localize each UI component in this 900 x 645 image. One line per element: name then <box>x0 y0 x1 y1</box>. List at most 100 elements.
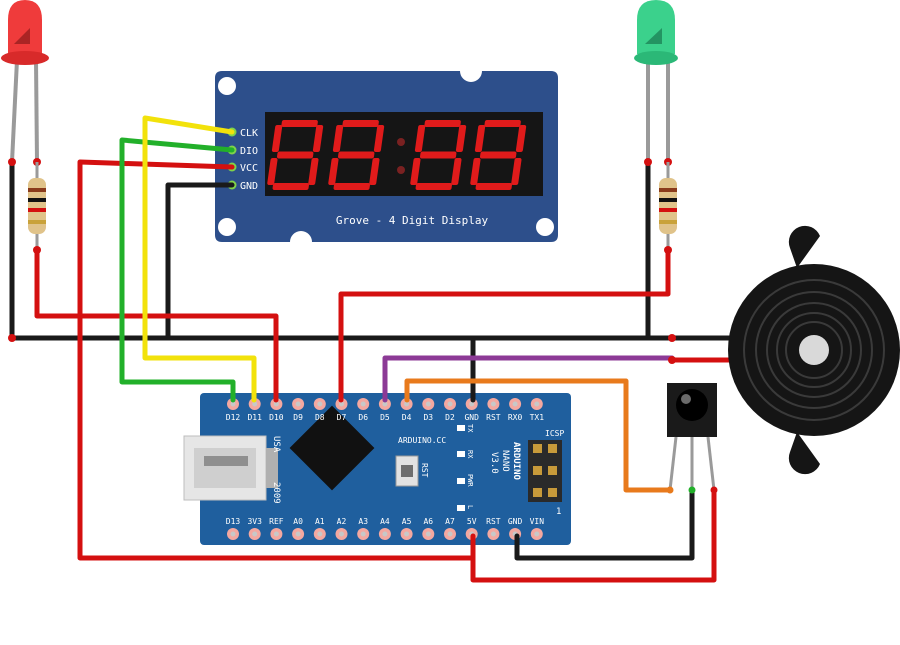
top-pin-label: D12 <box>226 413 241 422</box>
usb-connector-icon <box>183 435 278 501</box>
arduino-nano-board: RST ARDUINO.CC USA 2009 ARDUINO NANO V3.… <box>183 393 571 545</box>
bottom-pin-label: 3V3 <box>247 517 262 526</box>
bottom-pin-label: A7 <box>445 517 455 526</box>
ir-gnd-wire <box>514 487 695 561</box>
icsp-pin-one: 1 <box>556 507 561 517</box>
ir-signal-wire <box>404 378 673 493</box>
segment <box>511 158 522 185</box>
segment <box>276 151 314 159</box>
green-led-signal-wire <box>338 247 671 403</box>
bottom-pin-label: A0 <box>293 517 303 526</box>
reset-button[interactable] <box>395 455 419 487</box>
top-pin-label: D3 <box>423 413 433 422</box>
segment <box>484 120 521 127</box>
bottom-pin-label: RST <box>486 517 501 526</box>
nano-top-pin-row: D12 D11 D10 D9 D8 D7 D6 D5 D4 D3 D2 GND RST RX0 TX1 <box>226 398 544 422</box>
seg-digit-2 <box>328 120 385 190</box>
segment <box>337 151 375 159</box>
segment <box>328 158 339 185</box>
segment <box>333 183 371 190</box>
bottom-pin-label: A2 <box>337 517 347 526</box>
model-line-2: NANO <box>500 450 510 472</box>
segment <box>415 183 453 190</box>
top-pin-label: D4 <box>402 413 412 422</box>
status-leds: TX RX PWR L <box>457 424 474 511</box>
led-l: L <box>466 505 474 509</box>
top-pin-label: D7 <box>337 413 347 422</box>
bottom-pin-label: A4 <box>380 517 390 526</box>
top-pin-label: RST <box>486 413 501 422</box>
display-caption: Grove - 4 Digit Display <box>336 214 489 227</box>
segment <box>479 151 517 159</box>
segment <box>281 120 318 127</box>
segment <box>414 125 426 152</box>
bottom-pin-label: GND <box>508 517 523 526</box>
segment <box>332 125 344 152</box>
led-pwr: PWR <box>466 474 474 487</box>
segment <box>373 125 385 152</box>
top-pin-label: D5 <box>380 413 390 422</box>
red-led-icon <box>1 0 49 166</box>
four-digit-display-module: Grove - 4 Digit Display CLK DIO VCC GND <box>215 71 558 242</box>
arduino-brand: ARDUINO.CC <box>398 436 446 445</box>
bottom-pin-label: D13 <box>226 517 241 526</box>
segment <box>470 158 481 185</box>
microcontroller-chip-icon <box>289 405 375 491</box>
bottom-pin-label: A5 <box>402 517 412 526</box>
seg-digit-4 <box>470 120 527 190</box>
segment <box>271 125 283 152</box>
year-label: 2009 <box>271 482 281 504</box>
bottom-pin-label: REF <box>269 517 284 526</box>
resistor-icon <box>659 162 677 254</box>
led-rx: RX <box>466 450 474 459</box>
segment <box>451 158 462 185</box>
segment <box>308 158 319 185</box>
top-pin-label: D10 <box>269 413 284 422</box>
icsp-header: ICSP 1 <box>528 429 564 517</box>
seg-digit-1 <box>267 120 324 190</box>
segment <box>474 125 486 152</box>
top-pin-label: D8 <box>315 413 325 422</box>
segment <box>312 125 324 152</box>
segment <box>272 183 310 190</box>
top-pin-label: TX1 <box>530 413 545 422</box>
wires <box>9 115 733 583</box>
model-line-3: V3.0 <box>489 452 499 474</box>
segment <box>419 151 457 159</box>
top-pin-label: GND <box>464 413 479 422</box>
display-pin-gnd: GND <box>240 181 258 192</box>
top-pin-label: D2 <box>445 413 455 422</box>
bottom-pin-label: A6 <box>423 517 433 526</box>
top-pin-label: RX0 <box>508 413 523 422</box>
ir-vcc-wire <box>470 487 717 583</box>
reset-label: RST <box>420 463 429 478</box>
segment <box>424 120 461 127</box>
model-line-1: ARDUINO <box>511 442 521 481</box>
top-pin-label: D6 <box>358 413 368 422</box>
segment <box>369 158 380 185</box>
bottom-pin-label: VIN <box>530 517 545 526</box>
resistor-icon <box>28 162 46 254</box>
buzzer-icon <box>728 225 900 475</box>
ir-receiver-icon <box>667 383 717 491</box>
seg-digit-3 <box>410 120 467 190</box>
display-pin-dio: DIO <box>240 146 258 157</box>
buzzer-signal-wire <box>382 355 675 403</box>
segment <box>342 120 379 127</box>
wire-endpoints <box>8 334 718 494</box>
segment <box>475 183 513 190</box>
display-pin-clk: CLK <box>240 128 258 139</box>
top-pin-label: D11 <box>247 413 262 422</box>
bottom-pin-label: A1 <box>315 517 325 526</box>
display-pin-vcc: VCC <box>240 163 258 174</box>
segment <box>515 125 527 152</box>
segment <box>267 158 278 185</box>
segment <box>455 125 467 152</box>
green-led-icon <box>634 0 678 166</box>
display-vcc-wire <box>77 159 476 561</box>
top-pin-label: D9 <box>293 413 303 422</box>
icsp-label: ICSP <box>545 429 564 438</box>
red-led-signal-wire <box>34 247 279 403</box>
